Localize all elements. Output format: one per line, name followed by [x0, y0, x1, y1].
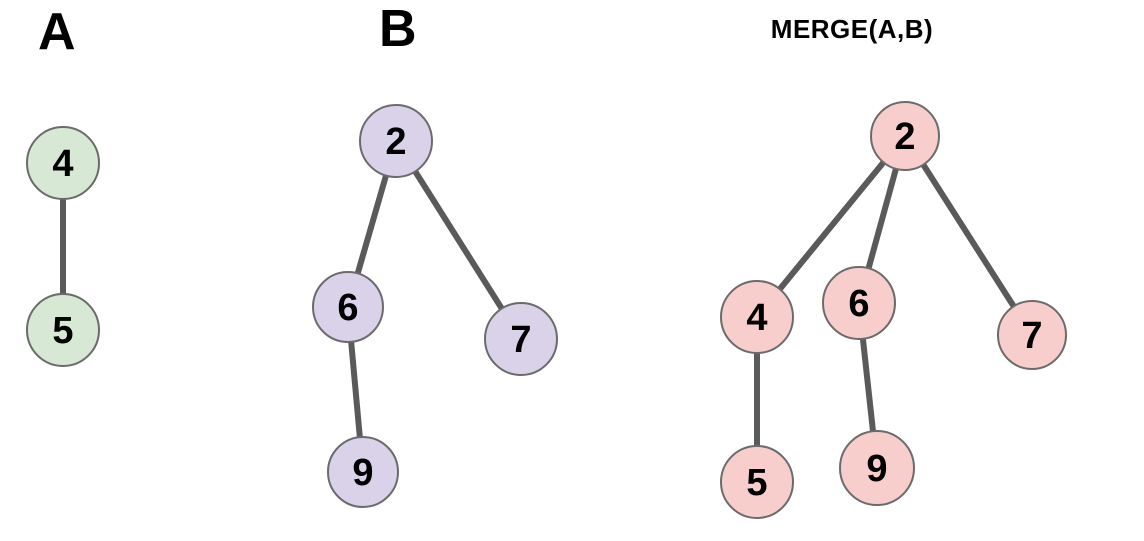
tree-b-node-7-value: 7: [510, 319, 531, 361]
tree-b-node-9: [327, 436, 399, 508]
tree-merge-node-6-value: 6: [848, 283, 869, 325]
tree-merge-node-6: [822, 266, 896, 340]
tree-a-label: A: [38, 3, 76, 61]
tree-merge-node-4-value: 4: [746, 297, 767, 339]
tree-b-node-2-value: 2: [385, 121, 406, 163]
tree-merge-node-7-value: 7: [1021, 315, 1042, 357]
tree-b-node-6-value: 6: [337, 287, 358, 329]
tree-a-node-5: [26, 293, 100, 367]
tree-a-node-4-value: 4: [52, 143, 73, 185]
tree-merge-node-5-value: 5: [746, 462, 767, 504]
tree-merge-node-5: [720, 445, 794, 519]
merge-result-label: MERGE(A,B): [770, 14, 934, 44]
tree-merge-edge-2-7: [902, 134, 1035, 337]
tree-b-node-7: [484, 302, 558, 376]
tree-a-node-5-value: 5: [52, 310, 73, 352]
tree-b-label: B: [379, 0, 417, 58]
tree-b-node-2: [359, 104, 433, 178]
tree-b-node-9-value: 9: [352, 452, 373, 494]
tree-merge-node-7: [997, 300, 1067, 370]
tree-merge-node-2-value: 2: [894, 116, 915, 158]
tree-b-node-6: [312, 271, 384, 343]
tree-merge-node-4: [720, 280, 794, 354]
tree-b-edge-2-7: [393, 139, 524, 341]
tree-merge-node-9-value: 9: [866, 448, 887, 490]
tree-merge-node-9: [839, 430, 915, 506]
tree-merge-edge-2-4: [754, 134, 908, 319]
tree-merge-node-2: [870, 101, 940, 171]
tree-a-node-4: [26, 126, 100, 200]
